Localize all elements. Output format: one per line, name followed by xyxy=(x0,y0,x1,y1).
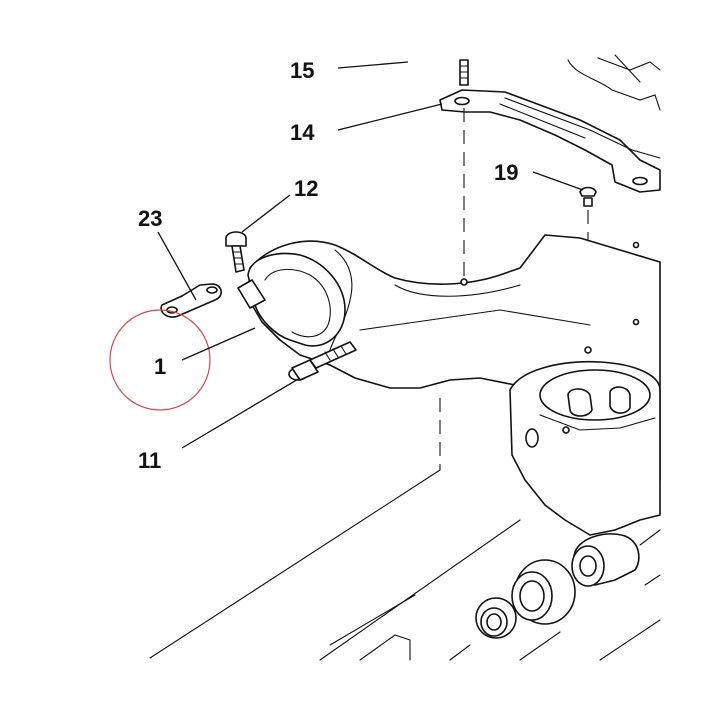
bolt-11 xyxy=(288,341,357,381)
seal-ring xyxy=(475,597,517,639)
screw-19 xyxy=(579,186,597,207)
leader-15 xyxy=(337,61,409,69)
plate-23 xyxy=(160,283,222,318)
leader-19 xyxy=(532,171,584,191)
label-15: 15 xyxy=(290,58,314,83)
label-11: 11 xyxy=(138,448,161,473)
bushing xyxy=(571,533,640,587)
leader-1 xyxy=(181,327,256,361)
lower-frame-lines xyxy=(149,469,661,661)
bearing xyxy=(511,559,576,625)
leader-14 xyxy=(337,103,443,131)
bolt-15 xyxy=(459,59,469,86)
label-23: 23 xyxy=(138,206,162,231)
highlight-circle xyxy=(109,309,211,411)
label-1: 1 xyxy=(154,354,166,379)
housing-block xyxy=(509,360,661,536)
leader-11 xyxy=(181,377,301,449)
leader-12 xyxy=(241,194,291,233)
bolt-12 xyxy=(225,231,247,273)
clamp-collar-1 xyxy=(237,252,346,347)
label-19: 19 xyxy=(494,160,518,185)
label-12: 12 xyxy=(294,176,318,201)
label-14: 14 xyxy=(290,120,315,145)
upper-housing-outline xyxy=(567,54,661,111)
bracket-plate-14 xyxy=(439,89,661,193)
leader-23 xyxy=(157,231,197,301)
